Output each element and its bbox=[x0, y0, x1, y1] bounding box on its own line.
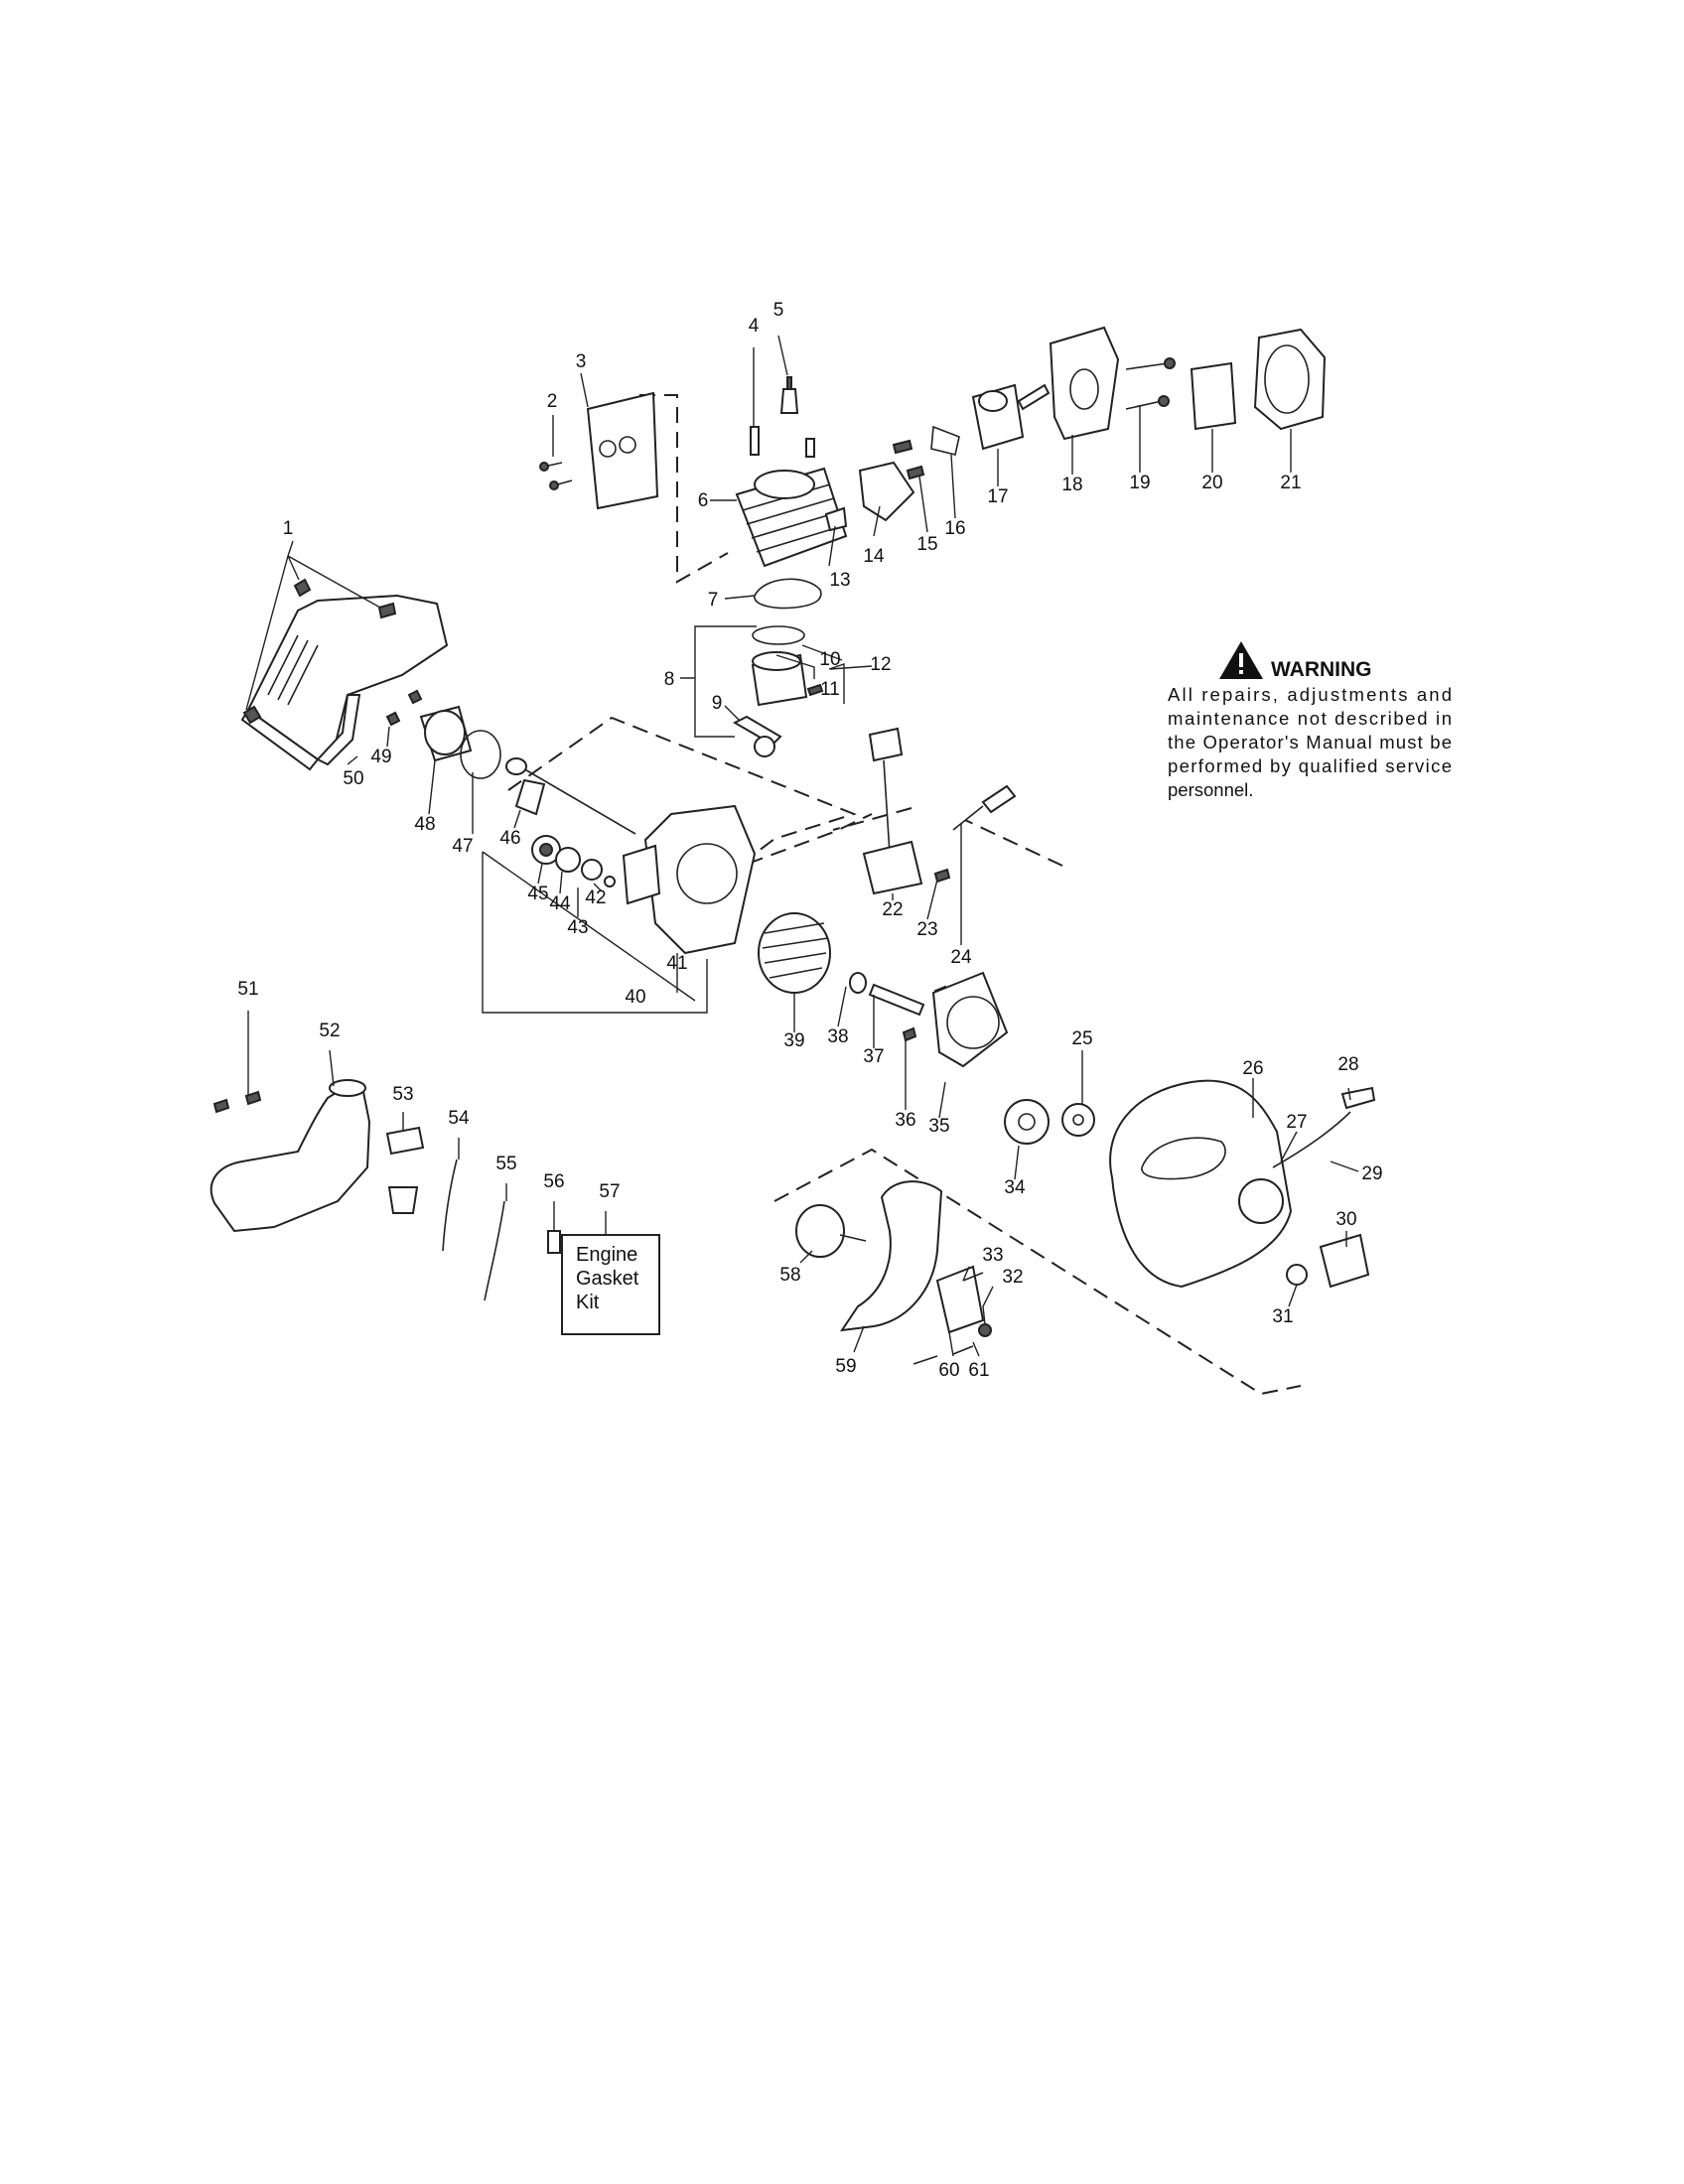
callout-3: 3 bbox=[576, 351, 587, 372]
callout-33: 33 bbox=[982, 1245, 1003, 1266]
callout-23: 23 bbox=[916, 919, 937, 940]
callout-10: 10 bbox=[819, 649, 840, 670]
callout-8: 8 bbox=[664, 669, 675, 690]
callout-14: 14 bbox=[863, 546, 885, 567]
kit-line-3: Kit bbox=[576, 1292, 600, 1313]
callout-35: 35 bbox=[928, 1116, 949, 1137]
callout-6: 6 bbox=[698, 490, 709, 511]
callout-55: 55 bbox=[495, 1154, 516, 1174]
kit-line-1: Engine bbox=[576, 1244, 637, 1266]
callout-17: 17 bbox=[987, 486, 1008, 507]
callout-16: 16 bbox=[944, 518, 965, 539]
warning-line-1: All repairs, adjustments and bbox=[1168, 684, 1452, 705]
callout-9: 9 bbox=[712, 693, 723, 714]
fuel-tank-shape bbox=[210, 1079, 371, 1233]
kit-line-2: Gasket bbox=[576, 1268, 639, 1290]
warning-line-4: performed by qualified service bbox=[1168, 755, 1452, 776]
carburetor-shape bbox=[971, 383, 1051, 451]
callout-59: 59 bbox=[835, 1356, 856, 1377]
callout-48: 48 bbox=[414, 814, 435, 835]
callout-52: 52 bbox=[319, 1021, 340, 1041]
warning-icon bbox=[1219, 641, 1263, 679]
callout-31: 31 bbox=[1272, 1306, 1293, 1327]
engine-cover-shape bbox=[240, 594, 449, 771]
callout-39: 39 bbox=[783, 1030, 804, 1051]
callout-44: 44 bbox=[549, 893, 571, 914]
callout-13: 13 bbox=[829, 570, 850, 591]
warning-line-2: maintenance not described in bbox=[1168, 708, 1452, 729]
callout-2: 2 bbox=[547, 391, 558, 412]
flywheel-shape bbox=[758, 912, 831, 994]
callout-50: 50 bbox=[343, 768, 363, 789]
warning-line-5: personnel. bbox=[1168, 779, 1253, 800]
starter-housing-shape bbox=[1109, 1079, 1293, 1289]
callout-7: 7 bbox=[708, 590, 719, 611]
leader-lines bbox=[245, 335, 1359, 1357]
warning-line-3: the Operator's Manual must be bbox=[1168, 732, 1452, 752]
callout-58: 58 bbox=[779, 1265, 800, 1286]
callout-18: 18 bbox=[1061, 475, 1082, 495]
callout-1: 1 bbox=[283, 518, 294, 539]
callout-5: 5 bbox=[773, 300, 784, 321]
callout-22: 22 bbox=[882, 899, 903, 920]
callout-53: 53 bbox=[392, 1084, 413, 1105]
callout-19: 19 bbox=[1129, 473, 1150, 493]
callout-46: 46 bbox=[499, 828, 520, 849]
callout-28: 28 bbox=[1337, 1054, 1358, 1075]
callout-26: 26 bbox=[1242, 1058, 1263, 1079]
callout-42: 42 bbox=[585, 887, 606, 908]
callout-41: 41 bbox=[666, 953, 687, 974]
ignition-coil-shape bbox=[862, 727, 923, 895]
callout-61: 61 bbox=[968, 1360, 989, 1381]
callout-21: 21 bbox=[1280, 473, 1301, 493]
callout-43: 43 bbox=[567, 917, 588, 938]
callout-30: 30 bbox=[1335, 1209, 1356, 1230]
callout-20: 20 bbox=[1201, 473, 1222, 493]
callout-45: 45 bbox=[527, 884, 548, 904]
callout-32: 32 bbox=[1002, 1267, 1023, 1288]
clutch-housing-shape bbox=[839, 1180, 985, 1334]
assembly-guide-lines bbox=[507, 394, 1302, 1396]
callout-38: 38 bbox=[827, 1026, 848, 1047]
callout-49: 49 bbox=[370, 747, 391, 767]
engine-gasket-kit-label: Engine Gasket Kit bbox=[576, 1244, 639, 1313]
warning-title: WARNING bbox=[1271, 658, 1372, 681]
callout-27: 27 bbox=[1286, 1112, 1307, 1133]
callout-29: 29 bbox=[1361, 1163, 1382, 1184]
callout-57: 57 bbox=[599, 1181, 620, 1202]
callout-47: 47 bbox=[452, 836, 473, 857]
part-shapes bbox=[210, 326, 1376, 1365]
callout-37: 37 bbox=[863, 1046, 884, 1067]
callout-15: 15 bbox=[916, 534, 937, 555]
callout-60: 60 bbox=[938, 1360, 959, 1381]
callout-51: 51 bbox=[237, 979, 258, 1000]
crankcase-shape bbox=[622, 804, 757, 955]
callout-40: 40 bbox=[625, 987, 645, 1008]
callout-54: 54 bbox=[448, 1108, 470, 1129]
callout-11: 11 bbox=[820, 679, 840, 700]
callout-36: 36 bbox=[895, 1110, 915, 1131]
callout-24: 24 bbox=[950, 947, 972, 968]
callout-34: 34 bbox=[1004, 1177, 1026, 1198]
callout-4: 4 bbox=[749, 316, 760, 337]
callout-12: 12 bbox=[870, 654, 891, 675]
callout-25: 25 bbox=[1071, 1028, 1092, 1049]
warning-notice: WARNING All repairs, adjustments and mai… bbox=[1168, 641, 1452, 800]
callout-numbers: 1 2 3 4 5 6 7 8 9 10 11 12 13 14 15 16 1… bbox=[237, 300, 1382, 1381]
cylinder-shape bbox=[735, 467, 848, 568]
engine-gasket-kit-box bbox=[561, 1234, 660, 1335]
callout-56: 56 bbox=[543, 1171, 564, 1192]
